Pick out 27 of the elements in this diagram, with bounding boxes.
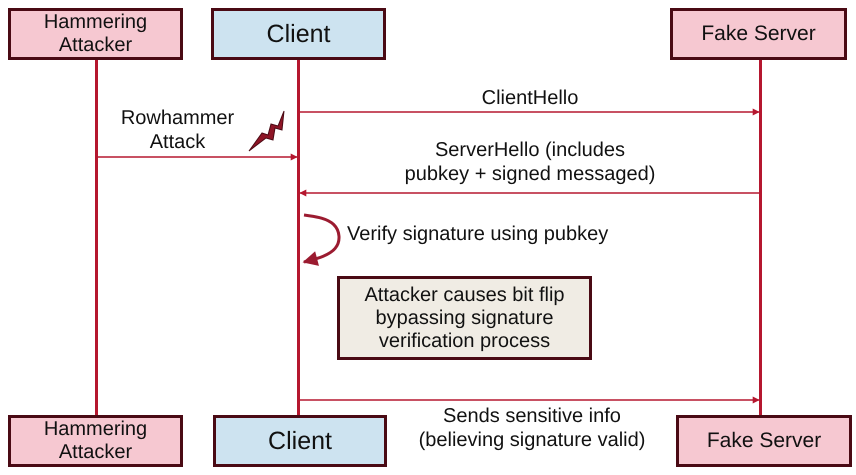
participant-box	[8, 415, 183, 467]
edge-label: Sends sensitive info (believing signature valid)	[418, 404, 646, 452]
edge-label: Rowhammer Attack	[120, 106, 236, 154]
message-arrow	[98, 154, 298, 160]
participant-box	[670, 8, 847, 60]
note-box	[337, 276, 592, 360]
participant-name: Fake Server	[701, 22, 816, 46]
participant-box	[211, 8, 386, 60]
participant-name: Fake Server	[706, 428, 822, 454]
lifeline	[95, 60, 98, 415]
participant-box	[676, 415, 852, 467]
participant-name: Client	[268, 426, 332, 456]
lifeline	[759, 60, 762, 415]
message-arrow	[300, 396, 760, 404]
message-arrow	[300, 108, 760, 116]
note-text: Attacker causes bit flip bypassing signature verification process	[363, 284, 566, 352]
participant-name: Hammering Attacker	[42, 418, 148, 464]
lifeline	[297, 60, 300, 415]
participant-name: Hammering Attacker	[42, 11, 148, 57]
message-arrow	[299, 190, 759, 196]
participant-box	[8, 8, 183, 60]
edge-label: Verify signature using pubkey	[347, 222, 610, 246]
participant-box	[213, 415, 387, 467]
edge-label: ServerHello (includes pubkey + signed messaged)	[404, 138, 656, 186]
self-arrow	[302, 214, 340, 266]
edge-label: ClientHello	[480, 86, 580, 110]
participant-name: Client	[266, 20, 330, 48]
